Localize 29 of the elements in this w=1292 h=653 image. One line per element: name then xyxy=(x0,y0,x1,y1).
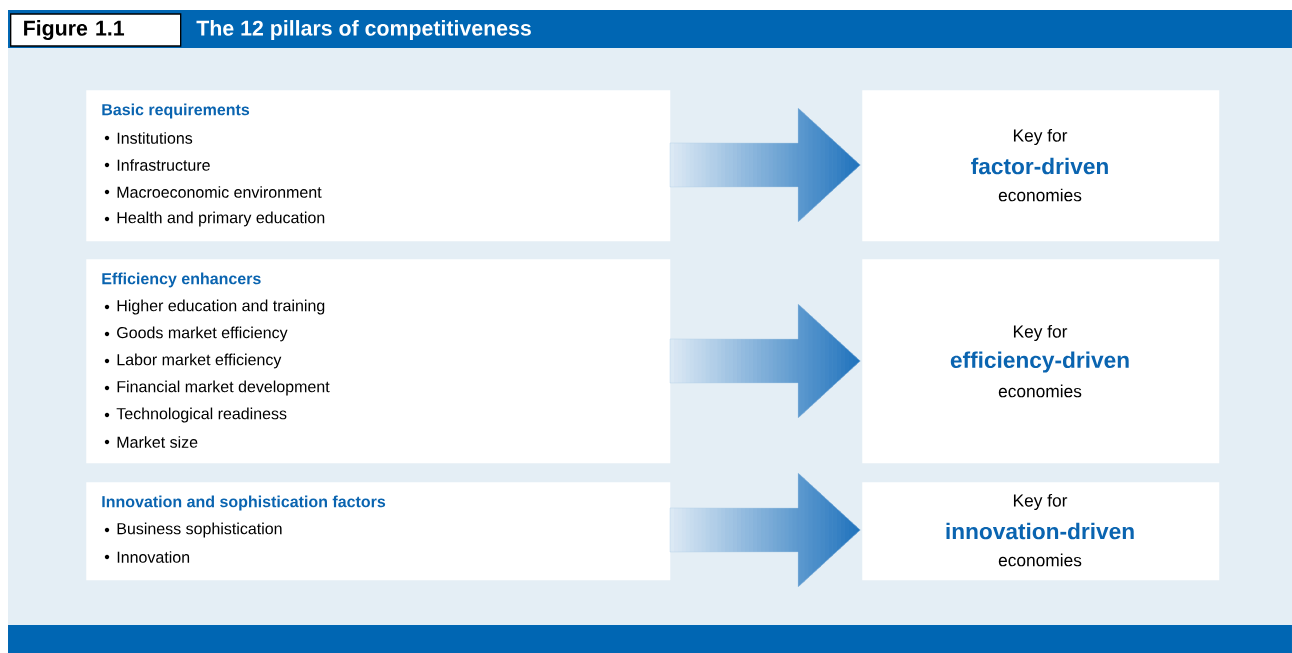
list-item: Infrastructure xyxy=(104,159,210,171)
title: The 12 pillars of competitiveness xyxy=(196,20,531,40)
key-text: economies xyxy=(998,188,1082,202)
block-arrow xyxy=(669,107,861,223)
block-arrow xyxy=(669,472,861,588)
list-heading: Innovation and sophistication factors xyxy=(102,495,386,511)
list-item: Innovation xyxy=(104,551,190,563)
list-item: Goods market efficiency xyxy=(104,326,288,342)
list-heading: Basic requirements xyxy=(102,103,250,119)
key-term: factor-driven xyxy=(971,157,1108,175)
key-text: Key for xyxy=(1013,324,1068,342)
list-item: Higher education and training xyxy=(104,299,325,315)
list-item: Technological readiness xyxy=(104,407,287,423)
list-item: Labor market efficiency xyxy=(104,353,282,369)
key-text: Key for xyxy=(1013,493,1068,511)
list-heading: Efficiency enhancers xyxy=(102,272,261,288)
list-item: Institutions xyxy=(104,132,193,144)
key-term: efficiency-driven xyxy=(950,351,1129,373)
list-item: Health and primary education xyxy=(104,211,325,227)
key-term: innovation-driven xyxy=(946,522,1134,540)
list-item: Financial market development xyxy=(104,380,330,396)
list-item: Macroeconomic environment xyxy=(104,186,322,198)
block-arrow xyxy=(669,303,861,419)
key-text: economies xyxy=(998,384,1082,398)
figure-label: Figure 1.1 xyxy=(10,13,182,47)
key-text: Key for xyxy=(1013,128,1068,146)
list-item: Market size xyxy=(104,436,198,448)
key-text: economies xyxy=(998,553,1082,567)
list-item: Business sophistication xyxy=(104,522,282,538)
